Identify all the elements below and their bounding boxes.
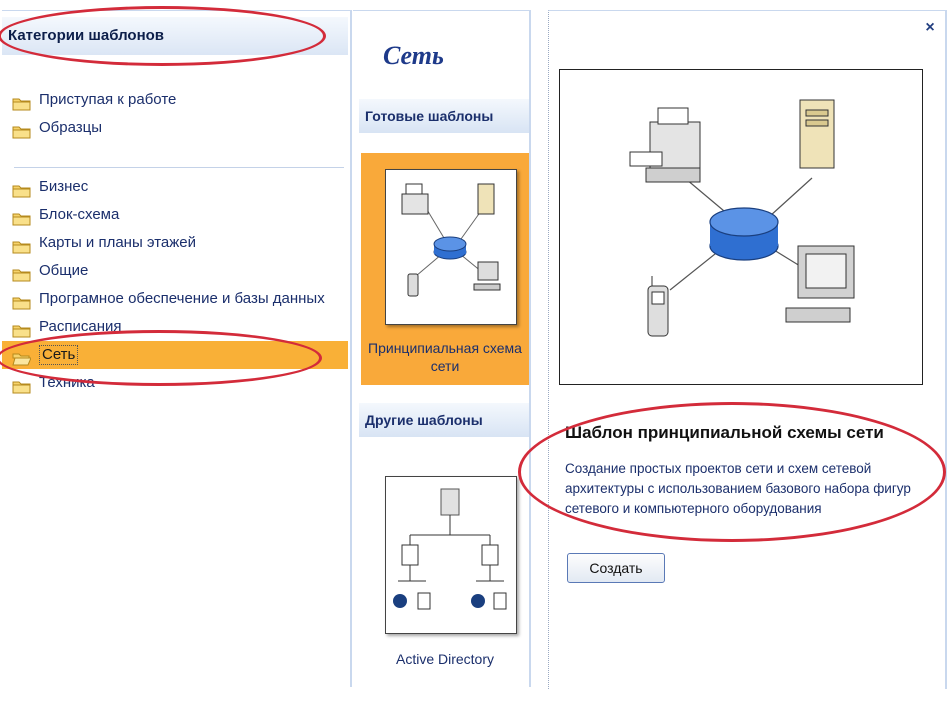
category-item-flowchart[interactable]: Блок-схема — [12, 201, 342, 229]
other-templates-header: Другие шаблоны — [359, 403, 529, 437]
category-label: Програмное обеспечение и базы данных — [39, 290, 325, 307]
template-caption: Active Directory — [395, 651, 495, 667]
category-item-samples[interactable]: Образцы — [12, 114, 342, 142]
category-item-schedules[interactable]: Расписания — [12, 313, 342, 341]
network-diagram-preview-icon — [629, 99, 855, 337]
create-button[interactable]: Создать — [567, 553, 665, 583]
template-thumbnail — [385, 476, 517, 634]
folder-icon — [12, 320, 31, 338]
category-label: Техника — [39, 374, 95, 391]
category-group-main: Бизнес Блок-схема Карты и планы этажей О… — [2, 173, 348, 397]
server-icon — [799, 99, 835, 169]
template-card-network-diagram[interactable]: Принципиальная схема сети — [361, 153, 529, 385]
template-card-active-directory[interactable]: Active Directory — [361, 466, 529, 676]
printer-icon — [629, 107, 701, 183]
category-label: Образцы — [39, 119, 103, 136]
category-label: Бизнес — [39, 178, 89, 195]
category-label: Сеть — [39, 345, 79, 365]
folder-open-icon — [12, 348, 32, 366]
close-button[interactable]: × — [925, 19, 935, 36]
folder-icon — [12, 236, 31, 254]
category-item-engineering[interactable]: Техника — [12, 369, 342, 397]
template-preview-panel: × — [548, 10, 947, 689]
template-description: Создание простых проектов сети и схем се… — [565, 461, 911, 516]
template-categories-panel: Категории шаблонов Приступая к работе Об… — [2, 10, 352, 687]
active-directory-thumbnail-icon — [393, 488, 507, 610]
category-label: Блок-схема — [39, 206, 120, 223]
folder-icon — [12, 180, 31, 198]
category-label: Приступая к работе — [39, 91, 177, 108]
category-divider — [14, 167, 344, 168]
category-label: Карты и планы этажей — [39, 234, 197, 251]
category-item-network[interactable]: Сеть — [2, 341, 348, 369]
categories-header: Категории шаблонов — [2, 17, 348, 55]
category-item-software-databases[interactable]: Програмное обеспечение и базы данных — [12, 285, 342, 313]
folder-icon — [12, 292, 31, 310]
category-item-business[interactable]: Бизнес — [12, 173, 342, 201]
template-caption: Принципиальная схема сети — [368, 340, 522, 374]
hub-icon — [709, 207, 779, 261]
category-label: Расписания — [39, 318, 122, 335]
template-title: Шаблон принципиальной схемы сети — [565, 423, 884, 442]
template-thumbnail — [385, 169, 517, 325]
templates-panel: Сеть Готовые шаблоны — [353, 10, 531, 687]
folder-icon — [12, 208, 31, 226]
category-item-general[interactable]: Общие — [12, 257, 342, 285]
folder-icon — [12, 264, 31, 282]
network-diagram-thumbnail-icon — [401, 183, 501, 297]
category-item-getting-started[interactable]: Приступая к работе — [12, 86, 342, 114]
phone-icon — [647, 276, 669, 337]
category-item-maps-floor-plans[interactable]: Карты и планы этажей — [12, 229, 342, 257]
category-label: Общие — [39, 262, 89, 279]
monitor-icon — [785, 245, 855, 323]
template-preview-image — [559, 69, 923, 385]
ready-templates-header: Готовые шаблоны — [359, 99, 529, 133]
folder-icon — [12, 93, 31, 111]
folder-icon — [12, 376, 31, 394]
category-group-start: Приступая к работе Образцы — [12, 86, 342, 142]
category-title: Сеть — [383, 41, 444, 70]
folder-icon — [12, 121, 31, 139]
